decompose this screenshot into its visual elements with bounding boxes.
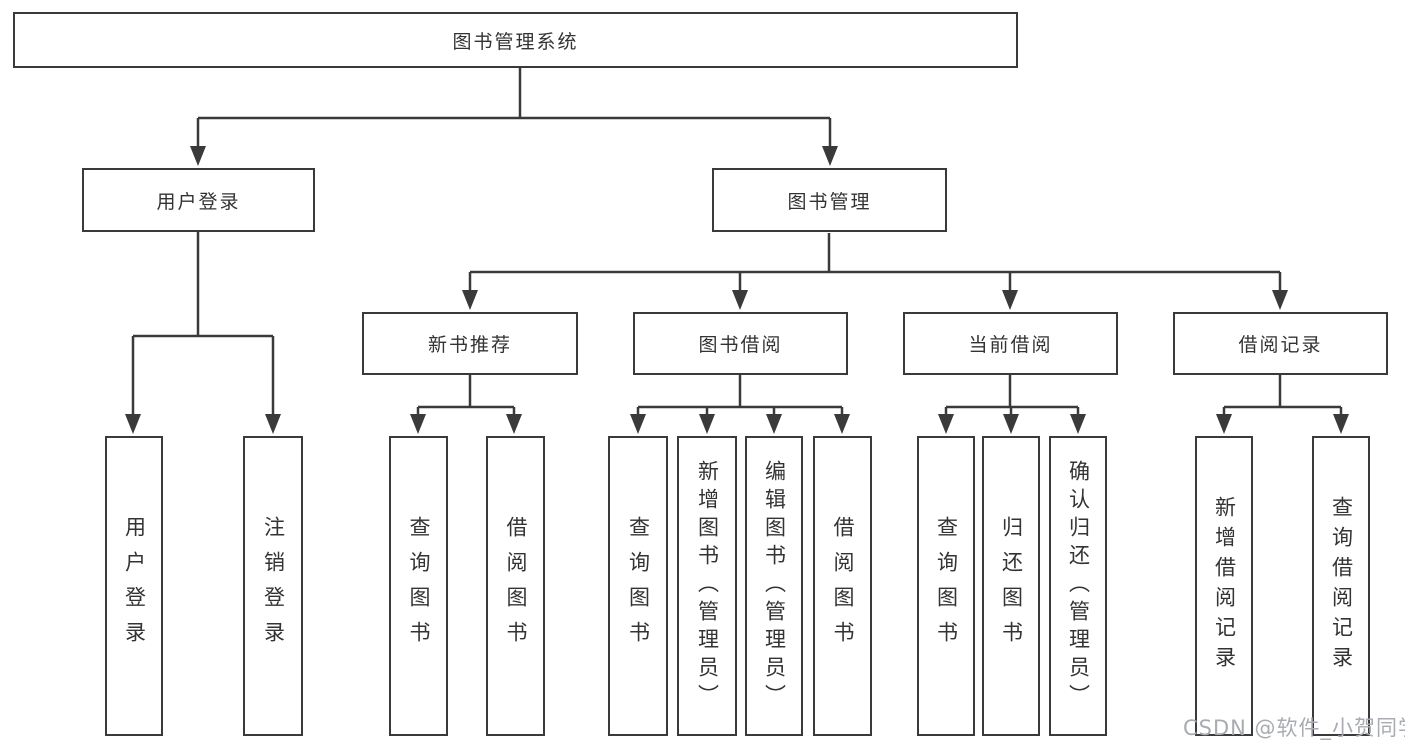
node-leaf-edit-books-admin: 编辑图书（管理员） [745,436,803,736]
node-label: 编辑图书（管理员） [762,460,787,712]
connector-new-book-to-leaves [416,375,516,418]
node-leaf-query-borrow-record: 查询借阅记录 [1312,436,1370,736]
arrow-down-icon [766,414,782,434]
node-label: 新增图书（管理员） [695,460,720,712]
node-leaf-return-books: 归还图书 [982,436,1040,736]
arrow-down-icon [1002,290,1018,310]
node-leaf-query-books: 查询图书 [917,436,975,736]
arrow-down-icon [732,290,748,310]
connector-root-to-level2 [196,68,832,150]
node-user-login: 用户登录 [82,168,315,232]
node-label: 图书借阅 [698,334,783,356]
node-label: 用户登录 [156,190,241,213]
node-leaf-query-books: 查询图书 [389,436,448,736]
node-leaf-logout: 注销登录 [243,436,303,736]
arrow-down-icon [699,414,715,434]
node-book-management: 图书管理 [712,168,947,232]
arrow-down-icon [1003,414,1019,434]
arrow-down-icon [410,414,426,434]
node-label: 查询图书 [934,516,959,656]
node-leaf-add-borrow-record: 新增借阅记录 [1195,436,1253,736]
node-label: 当前借阅 [968,334,1053,356]
node-borrow-records: 借阅记录 [1173,312,1388,375]
node-leaf-add-books-admin: 新增图书（管理员） [677,436,737,736]
connector-book-borrow-to-leaves [636,375,844,418]
csdn-watermark: CSDN @软件_小贺同学 [1183,716,1405,740]
arrow-down-icon [1272,290,1288,310]
node-leaf-confirm-return-admin: 确认归还（管理员） [1049,436,1107,736]
node-label: 查询借阅记录 [1329,496,1354,676]
node-leaf-user-login: 用户登录 [105,436,163,736]
arrow-down-icon [462,290,478,310]
node-label: 查询图书 [626,516,651,656]
node-label: 借阅图书 [831,516,855,656]
node-leaf-borrow-books: 借阅图书 [813,436,872,736]
arrow-down-icon [506,414,522,434]
node-label: 注销登录 [261,516,286,656]
arrow-down-icon [822,146,838,166]
arrow-down-icon [265,414,281,434]
node-root-system: 图书管理系统 [13,12,1018,68]
connector-current-borrow-to-leaves [944,375,1080,418]
node-new-book-recommend: 新书推荐 [362,312,578,375]
node-label: 归还图书 [999,516,1024,656]
node-current-borrow: 当前借阅 [903,312,1118,375]
node-label: 新增借阅记录 [1212,496,1237,676]
connector-book-management-to-level3 [468,233,1282,294]
arrow-down-icon [834,414,850,434]
node-label: 图书管理 [787,190,872,213]
node-book-borrow: 图书借阅 [633,312,848,375]
node-leaf-borrow-books: 借阅图书 [486,436,545,736]
arrow-down-icon [1070,414,1086,434]
arrow-down-icon [938,414,954,434]
arrow-down-icon [1333,414,1349,434]
arrow-down-icon [1216,414,1232,434]
node-label: 确认归还（管理员） [1066,460,1091,712]
node-leaf-query-books: 查询图书 [608,436,668,736]
arrow-down-icon [630,414,646,434]
node-label: 查询图书 [407,516,431,656]
arrow-down-icon [125,414,141,434]
node-label: 新书推荐 [427,334,512,356]
node-label: 用户登录 [122,516,147,656]
node-label: 借阅图书 [504,516,528,656]
arrow-down-icon [190,146,206,166]
node-label: 借阅记录 [1238,334,1323,356]
connector-borrow-records-to-leaves [1222,375,1343,418]
connector-user-login-to-leaves [131,232,275,418]
node-label: 图书管理系统 [452,30,579,53]
